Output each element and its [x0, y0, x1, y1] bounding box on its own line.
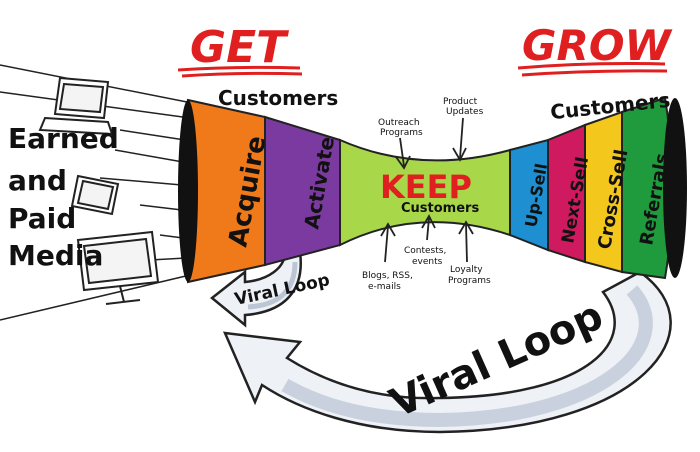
- annotation-blogs-1: Blogs, RSS,: [362, 271, 413, 281]
- annotation-arrows: [380, 117, 474, 263]
- earned-media-label: Earned and Paid Media: [8, 122, 119, 272]
- media-label-line: and: [8, 164, 67, 197]
- keep-heading: KEEP: [380, 168, 472, 206]
- annotation-outreach-1: Outreach: [378, 118, 420, 128]
- annotation-product-1: Product: [443, 97, 478, 107]
- media-label-line: Media: [8, 239, 103, 272]
- get-heading: GET: [190, 22, 289, 73]
- tablet-icon: [70, 174, 120, 216]
- annotation-loyalty-1: Loyalty: [450, 265, 483, 275]
- annotation-blogs-2: e-mails: [368, 282, 401, 292]
- annotation-loyalty-2: Programs: [448, 276, 491, 286]
- keep-subheading: Customers: [401, 201, 479, 216]
- annotation-contests-1: Contests,: [404, 246, 446, 256]
- get-underline: [177, 65, 303, 78]
- annotation-contests-2: events: [412, 257, 443, 267]
- media-label-line: Earned: [8, 122, 119, 155]
- large-viral-loop-arrow: [222, 270, 672, 434]
- funnel: [178, 96, 687, 284]
- media-label-line: Paid: [8, 202, 76, 235]
- get-subheading: Customers: [218, 86, 338, 110]
- grow-underline: [517, 62, 668, 77]
- annotation-product-2: Updates: [446, 107, 484, 117]
- laptop-icon: [38, 76, 114, 136]
- right-funnel-mouth: [663, 98, 687, 278]
- small-viral-loop-arrow: [210, 250, 302, 328]
- grow-heading: GROW: [522, 21, 674, 70]
- monitor-icon: [76, 230, 160, 305]
- left-funnel-mouth: [178, 100, 198, 282]
- annotation-outreach-2: Programs: [380, 128, 423, 138]
